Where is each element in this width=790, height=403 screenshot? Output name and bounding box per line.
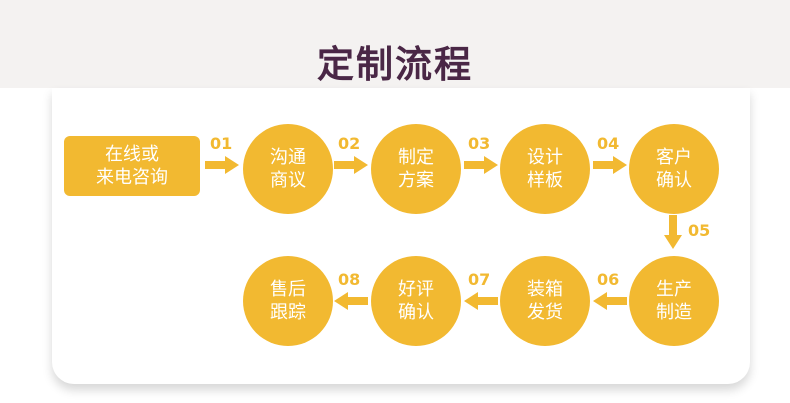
node-review-confirm: 好评 确认 (371, 256, 461, 346)
node-label-line: 制定 (398, 147, 434, 168)
arrow-right-icon (205, 156, 239, 174)
step-number: 02 (338, 134, 361, 153)
node-label-line: 装箱 (527, 279, 563, 300)
arrow-left-icon (593, 292, 627, 310)
step-number: 07 (468, 270, 491, 289)
node-customer-confirm: 客户 确认 (629, 124, 719, 214)
node-production: 生产 制造 (629, 256, 719, 346)
arrow-left-icon (334, 292, 368, 310)
node-pack-ship: 装箱 发货 (500, 256, 590, 346)
step-number: 03 (468, 134, 491, 153)
step-number: 06 (597, 270, 620, 289)
node-online-consult: 在线或 来电咨询 (64, 136, 200, 196)
node-label-line: 商议 (270, 170, 306, 191)
node-label-line: 跟踪 (270, 302, 306, 323)
node-label-line: 样板 (527, 170, 563, 191)
node-label-line: 沟通 (270, 147, 306, 168)
arrow-left-icon (464, 292, 498, 310)
node-label-line: 售后 (270, 279, 306, 300)
node-label-line: 好评 (398, 279, 434, 300)
node-after-sales: 售后 跟踪 (243, 256, 333, 346)
arrow-right-icon (334, 156, 368, 174)
node-design-sample: 设计 样板 (500, 124, 590, 214)
node-label-line: 方案 (398, 170, 434, 191)
node-label-line: 在线或 (105, 144, 159, 165)
header-band (0, 0, 790, 88)
page-title: 定制流程 (317, 43, 473, 86)
step-number: 01 (210, 134, 233, 153)
step-number: 04 (597, 134, 620, 153)
node-label-line: 生产 (656, 279, 692, 300)
step-number: 05 (688, 221, 711, 240)
node-communicate: 沟通 商议 (243, 124, 333, 214)
step-number: 08 (338, 270, 361, 289)
node-label-line: 确认 (398, 302, 434, 323)
node-plan: 制定 方案 (371, 124, 461, 214)
node-label-line: 制造 (656, 302, 692, 323)
arrow-right-icon (464, 156, 498, 174)
node-label-line: 客户 (656, 147, 692, 168)
node-label-line: 来电咨询 (96, 167, 168, 188)
arrow-down-icon (664, 215, 682, 249)
arrow-right-icon (593, 156, 627, 174)
node-label-line: 设计 (527, 147, 563, 168)
node-label-line: 确认 (656, 170, 692, 191)
node-label-line: 发货 (527, 302, 563, 323)
